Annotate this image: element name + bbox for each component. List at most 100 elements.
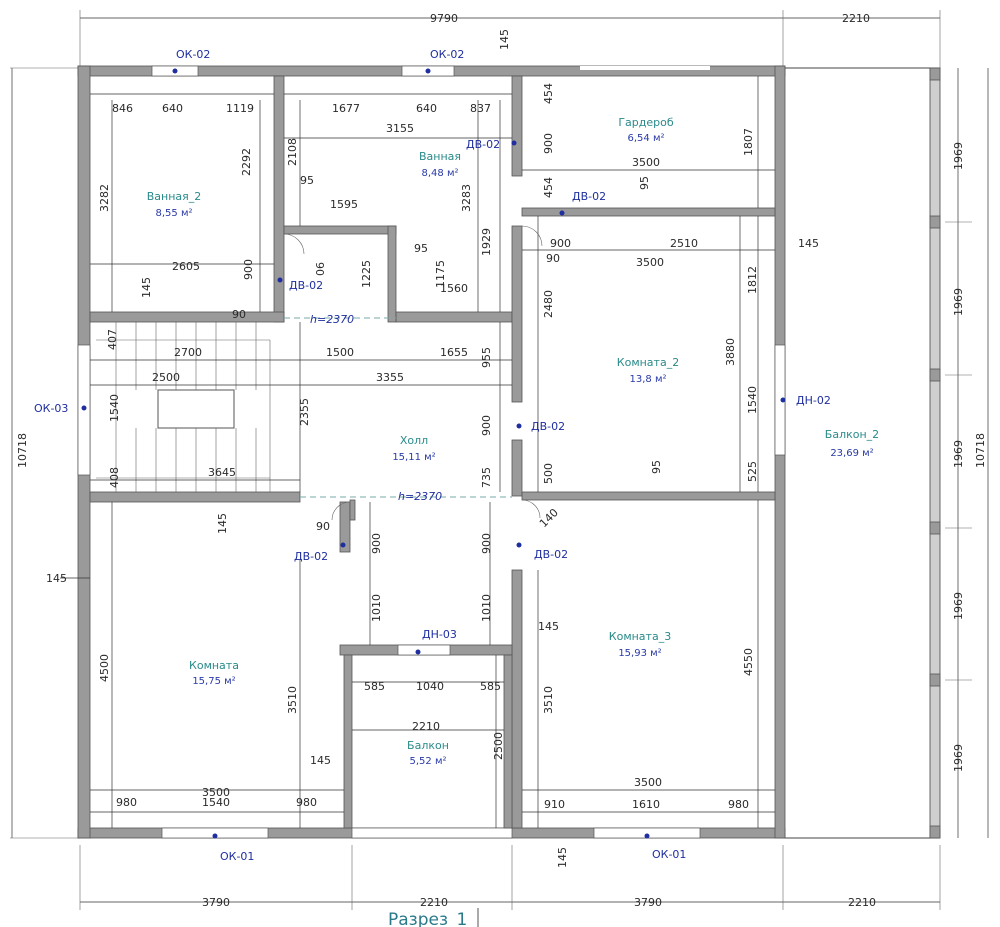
room-name-holl: Холл xyxy=(400,434,428,447)
staircase xyxy=(96,322,271,492)
inner-dimension-labels: 846 640 1119 1677 640 837 3155 454 900 1… xyxy=(46,83,819,868)
dim-9790: 9790 xyxy=(430,12,458,25)
dim-145-e: 145 xyxy=(538,620,559,633)
balcony-2-frame xyxy=(782,67,941,839)
dim-145-d: 145 xyxy=(46,572,67,585)
tag-ok01-right: ОК-01 xyxy=(652,848,686,861)
dim-2510: 2510 xyxy=(670,237,698,250)
dim-980-a: 980 xyxy=(116,796,137,809)
dim-525: 525 xyxy=(746,461,759,482)
tag-dn03: ДН-03 xyxy=(422,628,457,641)
dim-2605: 2605 xyxy=(172,260,200,273)
dim-640-b: 640 xyxy=(416,102,437,115)
dim-1010-a: 1010 xyxy=(370,594,383,622)
dim-95-b: 95 xyxy=(300,174,314,187)
dim-1969-5: 1969 xyxy=(952,744,965,772)
dim-3500-b: 3500 xyxy=(636,256,664,269)
dim-145-c: 145 xyxy=(216,513,229,534)
tag-dv02-komnata: ДВ-02 xyxy=(294,550,328,563)
dim-90-d: 90 xyxy=(316,520,330,533)
dim-910: 910 xyxy=(544,798,565,811)
tag-dv02-komnata2: ДВ-02 xyxy=(531,420,565,433)
door-swings xyxy=(283,225,543,521)
dim-1540-c: 1540 xyxy=(202,796,230,809)
room-area-garderob: 6,54 м² xyxy=(628,133,665,144)
room-name-balkon: Балкон xyxy=(407,739,449,752)
dim-640-a: 640 xyxy=(162,102,183,115)
room-area-vannaya: 8,48 м² xyxy=(422,168,459,179)
dim-846: 846 xyxy=(112,102,133,115)
room-name-balkon2: Балкон_2 xyxy=(825,428,879,441)
dim-4500: 4500 xyxy=(98,654,111,682)
section-label: Разрез_1 xyxy=(388,910,467,927)
dashed-openings xyxy=(284,317,512,498)
tag-dv02-garderob: ДВ-02 xyxy=(572,190,606,203)
dim-585-b: 585 xyxy=(480,680,501,693)
dim-10718-left: 10718 xyxy=(16,433,29,468)
dim-408: 408 xyxy=(108,467,121,488)
dim-145-f: 145 xyxy=(310,754,331,767)
dim-90-c: 90 xyxy=(232,308,246,321)
overall-dimension-labels: 9790 2210 145 10718 10718 1969 1969 1969… xyxy=(16,12,987,909)
dim-1655: 1655 xyxy=(440,346,468,359)
dim-2210-inner: 2210 xyxy=(412,720,440,733)
dim-2210-top: 2210 xyxy=(842,12,870,25)
dim-2700: 2700 xyxy=(174,346,202,359)
dim-980-c: 980 xyxy=(728,798,749,811)
dim-145-a: 145 xyxy=(798,237,819,250)
dim-3790-bottom-right: 3790 xyxy=(634,896,662,909)
dim-1610: 1610 xyxy=(632,798,660,811)
dim-1540-a: 1540 xyxy=(108,394,121,422)
dim-95-c: 95 xyxy=(414,242,428,255)
dim-3282: 3282 xyxy=(98,184,111,212)
dim-837: 837 xyxy=(470,102,491,115)
tag-ok02-left: ОК-02 xyxy=(176,48,210,61)
dim-95-d: 95 xyxy=(650,460,663,474)
dim-1969-1: 1969 xyxy=(952,142,965,170)
dim-1812: 1812 xyxy=(746,266,759,294)
dim-3500-d: 3500 xyxy=(634,776,662,789)
dim-90-a: 90 xyxy=(546,252,560,265)
dim-1807: 1807 xyxy=(742,128,755,156)
room-area-balkon: 5,52 м² xyxy=(410,756,447,767)
tag-markers xyxy=(81,68,786,839)
dim-1560: 1560 xyxy=(440,282,468,295)
dim-10718-right: 10718 xyxy=(974,433,987,468)
dim-2108: 2108 xyxy=(286,138,299,166)
inner-dimension-lines xyxy=(60,76,775,828)
dim-145-top: 145 xyxy=(498,29,511,50)
dim-95-a: 95 xyxy=(638,176,651,190)
tag-ok03: ОК-03 xyxy=(34,402,68,415)
dim-1969-3: 1969 xyxy=(952,440,965,468)
room-area-komnata2: 13,8 м² xyxy=(630,374,667,385)
tag-dv02-vannaya: ДВ-02 xyxy=(466,138,500,151)
tag-ok02-mid: ОК-02 xyxy=(430,48,464,61)
dim-1677: 1677 xyxy=(332,102,360,115)
room-area-holl: 15,11 м² xyxy=(392,452,435,463)
height-label-lower: h=2370 xyxy=(398,490,442,503)
dim-1119: 1119 xyxy=(226,102,254,115)
dim-1969-4: 1969 xyxy=(952,592,965,620)
dim-2210-bottom: 2210 xyxy=(420,896,448,909)
tag-dv02-komnata3: ДВ-02 xyxy=(534,548,568,561)
dim-3645: 3645 xyxy=(208,466,236,479)
dim-3155: 3155 xyxy=(386,122,414,135)
room-area-balkon2: 23,69 м² xyxy=(830,448,873,459)
dim-955: 955 xyxy=(480,347,493,368)
dim-1010-b: 1010 xyxy=(480,594,493,622)
dim-2500-b: 2500 xyxy=(492,732,505,760)
dim-3510-a: 3510 xyxy=(286,686,299,714)
dim-3500-c: 3500 xyxy=(202,786,230,799)
room-area-komnata3: 15,93 м² xyxy=(618,648,661,659)
dim-1929: 1929 xyxy=(480,228,493,256)
dim-2480: 2480 xyxy=(542,290,555,318)
dim-500: 500 xyxy=(542,463,555,484)
tag-dv02-vannaya2: ДВ-02 xyxy=(289,279,323,292)
dim-140: 140 xyxy=(537,506,561,530)
dim-585-a: 585 xyxy=(364,680,385,693)
dim-90-b: 90 xyxy=(313,262,326,276)
dim-4550: 4550 xyxy=(742,648,755,676)
dim-1969-2: 1969 xyxy=(952,288,965,316)
element-tags: ОК-02 ОК-02 ОК-03 ОК-01 ОК-01 ДВ-02 ДВ-0… xyxy=(34,48,831,863)
